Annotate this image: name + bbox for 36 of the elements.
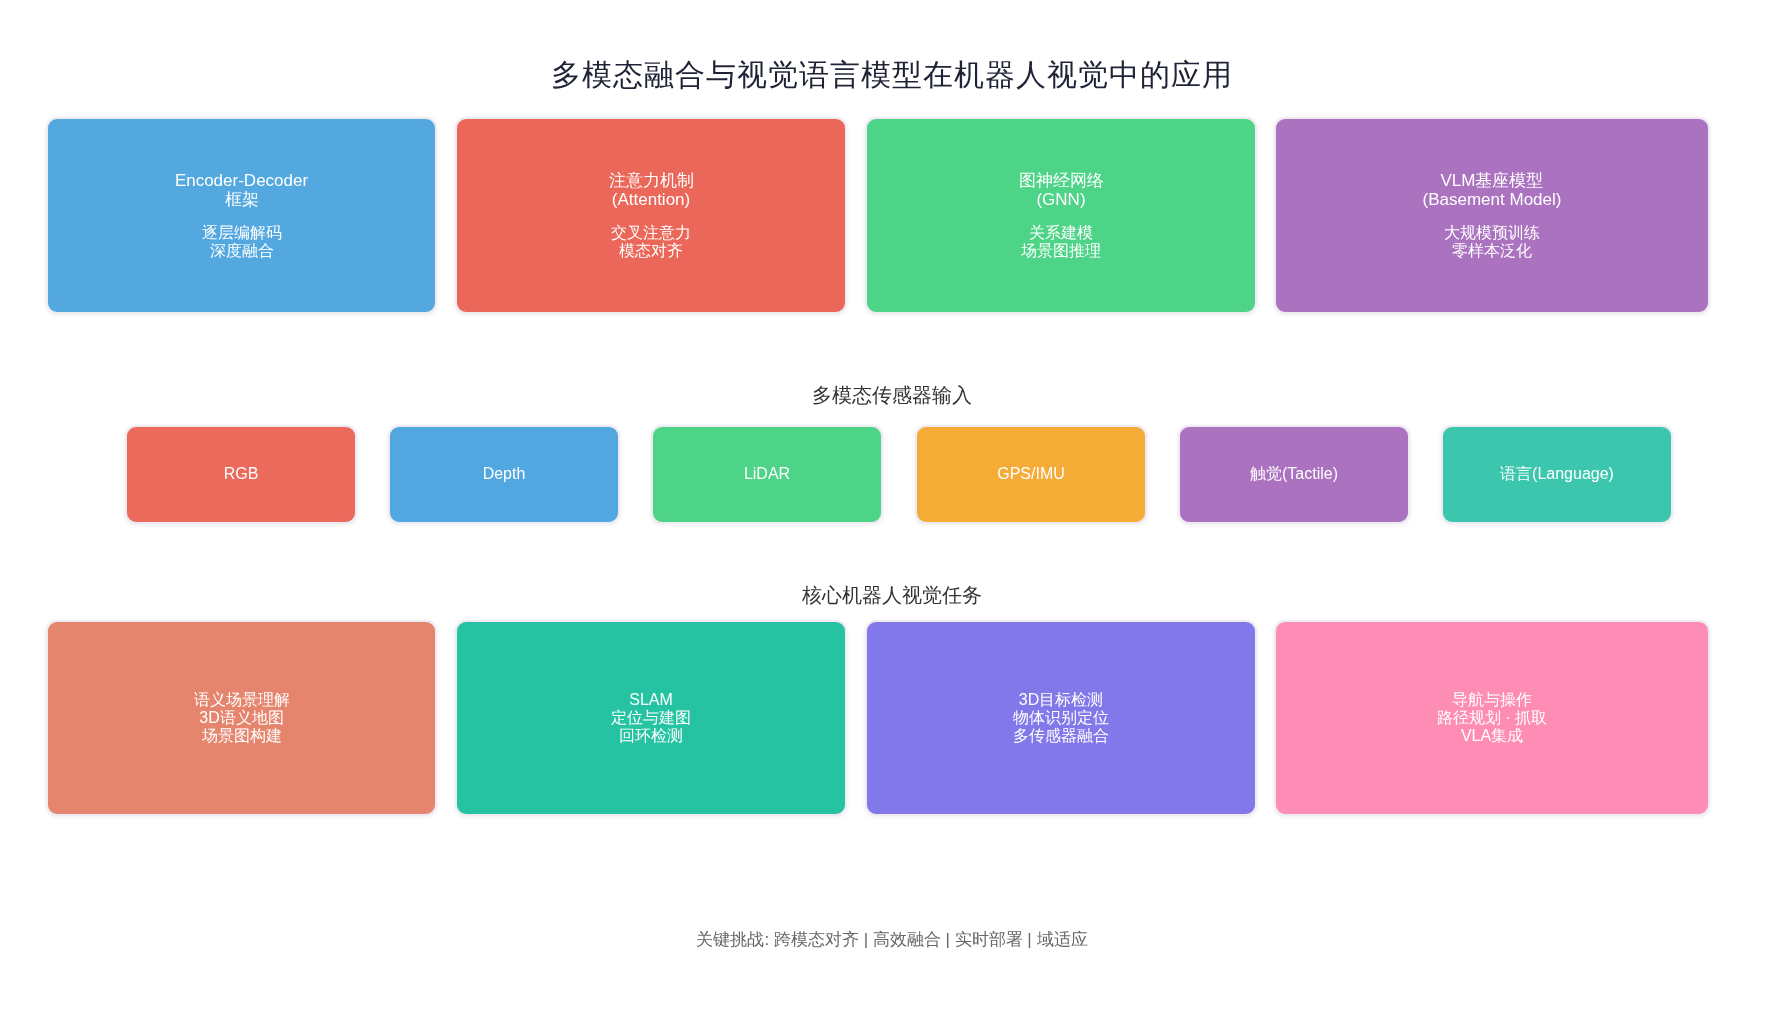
sensor-input-box — [1178, 425, 1410, 524]
card-label: RGB — [223, 465, 259, 484]
card-label: 语义场景理解 3D语义地图场景图构建 — [193, 690, 290, 746]
diagram-title: 多模态融合与视觉语言模型在机器人视觉中的应用 — [551, 57, 1233, 93]
task-card — [46, 620, 437, 816]
card-label: Depth — [482, 465, 526, 484]
card-label: 导航与操作路径规划 · 抓取 VLA集成 — [1436, 690, 1548, 746]
card-description: 交叉注意力模态对齐 — [611, 223, 691, 260]
card-label: SLAM 定位与建图回环检测 — [611, 690, 691, 746]
card-heading: Encoder-Decoder 框架 — [174, 171, 309, 210]
task-card — [1274, 620, 1710, 816]
card-label: 语言(Language) — [1500, 465, 1614, 484]
sensor-input-box — [651, 425, 883, 524]
card-label: 触觉(Tactile) — [1250, 465, 1338, 484]
task-card — [455, 620, 847, 816]
card-label: LiDAR — [743, 465, 791, 484]
fusion-method-card — [455, 117, 847, 314]
card-heading: 图神经网络 (GNN) — [1018, 171, 1104, 210]
card-description: 逐层编解码深度融合 — [201, 223, 282, 260]
sensor-input-box — [125, 425, 357, 524]
fusion-method-card — [865, 117, 1257, 314]
section-heading: 多模态传感器输入 — [812, 383, 972, 408]
section-heading: 核心机器人视觉任务 — [802, 583, 982, 608]
footer-note: 关键挑战: 跨模态对齐 | 高效融合 | 实时部署 | 域适应 — [696, 929, 1088, 951]
task-card — [865, 620, 1257, 816]
card-description: 关系建模场景图推理 — [1021, 223, 1101, 260]
card-heading: VLM基座模型 (Basement Model) — [1422, 171, 1562, 210]
card-description: 大规模预训练零样本泛化 — [1444, 223, 1540, 260]
sensor-input-box — [388, 425, 620, 524]
fusion-method-card — [1274, 117, 1710, 314]
fusion-method-card — [46, 117, 437, 314]
card-label: GPS/IMU — [997, 465, 1065, 484]
sensor-input-box — [915, 425, 1147, 524]
sensor-input-box — [1441, 425, 1673, 524]
card-heading: 注意力机制 (Attention) — [608, 171, 694, 210]
card-label: 3D目标检测物体识别定位多传感器融合 — [1013, 690, 1109, 746]
